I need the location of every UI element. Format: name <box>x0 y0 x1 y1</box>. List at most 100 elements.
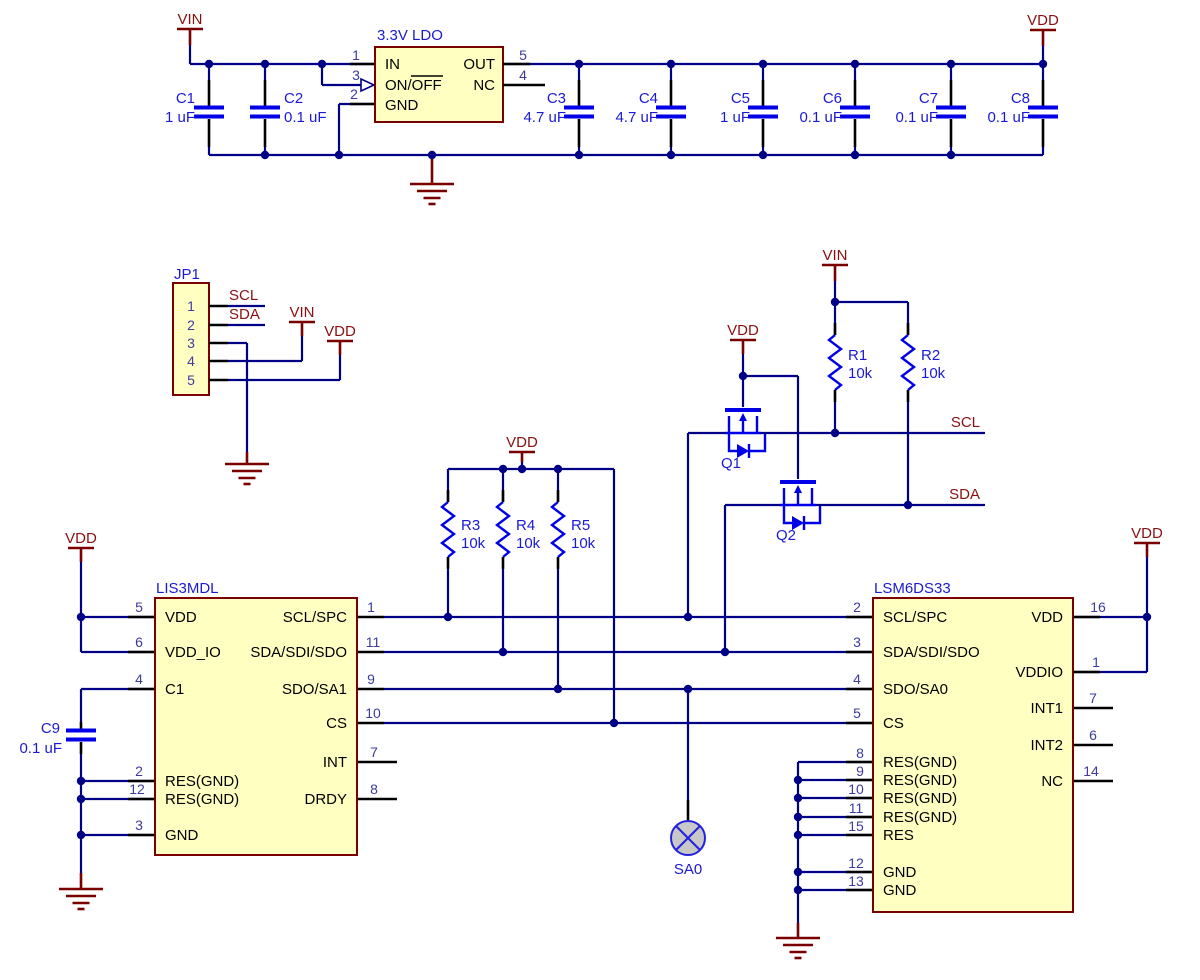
sda-net-label: SDA <box>229 306 260 323</box>
ldo-pin-number: 1 <box>352 47 360 63</box>
pin-name: RES(GND) <box>883 790 957 807</box>
pin-name: SDA/SDI/SDO <box>250 644 347 661</box>
vdd-power-flag: VDD <box>727 322 759 376</box>
gnd-symbol <box>225 452 269 486</box>
chip-body <box>872 597 1074 913</box>
pin-name: INT <box>323 754 347 771</box>
sda-net-label: SDA <box>949 486 980 503</box>
cap-ref: C9 <box>41 720 60 737</box>
pin-name: VDD <box>1031 609 1063 626</box>
fet-ref: Q1 <box>721 455 741 472</box>
lsm6ds33-section: VDD LSM6DS33 SCL/SPC SDA/SDI/SDO SDO/SA0… <box>776 525 1163 960</box>
scl-net-label: SCL <box>951 414 980 431</box>
pin-number: 9 <box>856 763 864 779</box>
sa0-testpoint: SA0 <box>670 689 706 878</box>
pin-name: C1 <box>165 681 184 698</box>
gnd-symbol <box>776 923 820 960</box>
bus-wires: SA0 <box>384 612 873 878</box>
jp1-pin-number: 5 <box>187 372 195 388</box>
capacitor-c8: C8 0.1 uF <box>987 64 1058 155</box>
pin-name: RES(GND) <box>883 772 957 789</box>
pin-name: CS <box>883 715 904 732</box>
res-value: 10k <box>516 535 541 552</box>
level-shifter-section: VIN R1 10k R2 10k VDD <box>686 247 985 652</box>
cap-value: 0.1 uF <box>895 109 938 126</box>
vdd-power-flag: VDD <box>506 434 538 469</box>
resistor-r1: R1 10k <box>827 302 873 433</box>
ldo-title: 3.3V LDO <box>377 27 443 44</box>
pin-name: DRDY <box>304 791 347 808</box>
pin-name: SDO/SA0 <box>883 681 948 698</box>
pin-number: 13 <box>848 873 864 889</box>
cap-value: 0.1 uF <box>987 109 1030 126</box>
resistor-r5: R5 10k <box>550 469 596 689</box>
ldo-pin-onoff: ON/OFF <box>385 77 442 94</box>
pin-number: 6 <box>1089 727 1097 743</box>
vdd-net-label: VDD <box>1131 525 1163 542</box>
pin-number: 9 <box>367 671 375 687</box>
vdd-net-label: VDD <box>506 434 538 451</box>
pin-name: INT2 <box>1030 737 1063 754</box>
capacitor-c3: C3 4.7 uF <box>523 64 594 155</box>
vdd-power-flag: VDD <box>1027 12 1059 64</box>
cap-value: 4.7 uF <box>523 109 566 126</box>
pin-name: VDDIO <box>1015 664 1063 681</box>
capacitor-c2: C2 0.1 uF <box>250 64 327 155</box>
chip-title: LSM6DS33 <box>874 580 951 597</box>
ldo-body <box>374 46 504 123</box>
vdd-power-flag: VDD <box>324 323 356 355</box>
pin-name: GND <box>165 827 199 844</box>
resistor-zigzag <box>440 501 456 558</box>
ldo-pin-number: 3 <box>352 67 360 83</box>
capacitor-c7: C7 0.1 uF <box>895 64 966 155</box>
vin-net-label: VIN <box>822 247 847 264</box>
vin-power-flag: VIN <box>289 304 315 336</box>
mosfet-diode <box>792 516 804 530</box>
cap-ref: C1 <box>176 90 195 107</box>
lis3mdl-section: VDD C9 0.1 uF <box>19 530 397 911</box>
cap-ref: C7 <box>919 90 938 107</box>
ldo-pin-number: 5 <box>519 47 527 63</box>
pin-name: SDA/SDI/SDO <box>883 644 980 661</box>
res-value: 10k <box>571 535 596 552</box>
pin-name: NC <box>1041 773 1063 790</box>
vin-net-label: VIN <box>289 304 314 321</box>
chip-lsm6ds33: LSM6DS33 SCL/SPC SDA/SDI/SDO SDO/SA0 CS … <box>848 580 1106 913</box>
pin-name: VDD <box>165 609 197 626</box>
vdd-power-flag: VDD <box>1131 525 1163 557</box>
res-ref: R3 <box>461 517 480 534</box>
ldo-regulator: 3.3V LDO IN ON/OFF GND OUT NC 1 3 2 5 4 <box>350 27 527 123</box>
capacitor-c5: C5 1 uF <box>720 64 778 155</box>
pin-name: SDO/SA1 <box>282 681 347 698</box>
pin-number: 4 <box>135 671 143 687</box>
resistor-zigzag <box>495 501 511 558</box>
pin-number: 4 <box>853 671 861 687</box>
pin-number: 11 <box>849 800 864 816</box>
testpoint-label: SA0 <box>674 861 702 878</box>
pin-number: 3 <box>135 817 143 833</box>
cap-value: 0.1 uF <box>284 109 327 126</box>
cap-ref: C4 <box>639 90 658 107</box>
mosfet-diode <box>737 444 749 458</box>
vdd-net-label: VDD <box>324 323 356 340</box>
cap-ref: C2 <box>284 90 303 107</box>
jp1-pin-number: 1 <box>187 298 195 314</box>
resistor-zigzag <box>900 334 916 391</box>
jp1-title: JP1 <box>174 266 200 283</box>
pin-name: VDD_IO <box>165 644 221 661</box>
pin-number: 8 <box>370 781 378 797</box>
res-value: 10k <box>921 365 946 382</box>
gnd-symbol <box>410 155 454 206</box>
cap-value: 0.1 uF <box>799 109 842 126</box>
cap-ref: C5 <box>731 90 750 107</box>
pin-number: 10 <box>365 705 381 721</box>
jp1-pin-number: 4 <box>187 353 195 369</box>
mosfet-q1: Q1 <box>721 408 767 472</box>
cap-ref: C3 <box>547 90 566 107</box>
chip-body <box>154 597 358 856</box>
pin-number: 14 <box>1083 763 1099 779</box>
ldo-pin-in: IN <box>385 56 400 73</box>
res-value: 10k <box>848 365 873 382</box>
resistor-r3: R3 10k <box>440 469 486 617</box>
